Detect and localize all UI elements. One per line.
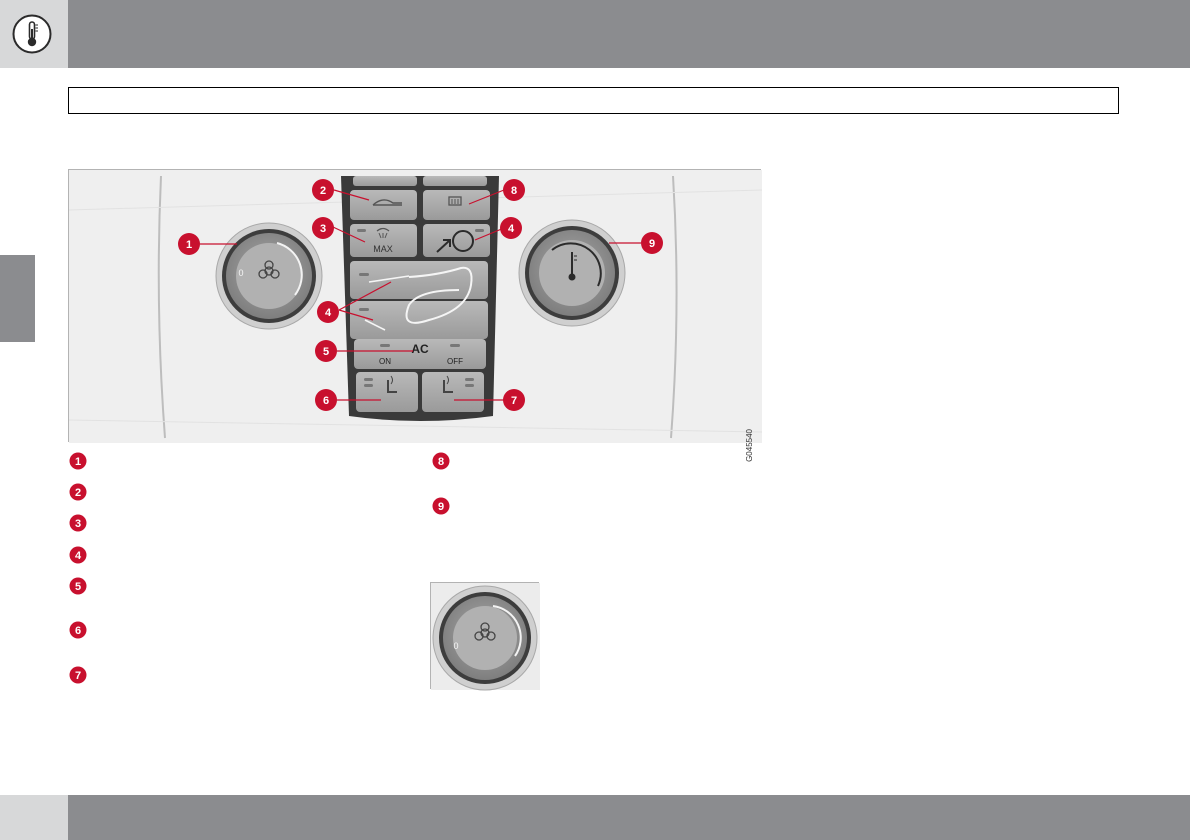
legend-marker-8: 8	[432, 452, 450, 470]
callout-3: 3	[312, 217, 334, 239]
legend-marker-1: 1	[69, 452, 87, 470]
legend-marker-2: 2	[69, 483, 87, 501]
svg-text:9: 9	[649, 238, 655, 250]
callout-2: 2	[312, 179, 334, 201]
svg-text:1: 1	[186, 239, 192, 251]
svg-text:4: 4	[325, 307, 332, 319]
legend-marker-5: 5	[69, 577, 87, 595]
svg-text:7: 7	[75, 670, 81, 682]
fan-knob-figure: 0	[430, 582, 540, 691]
small-fan-zero-label: 0	[453, 641, 458, 651]
max-label: MAX	[373, 244, 393, 254]
section-title-box	[68, 87, 1119, 114]
ac-label: AC	[411, 342, 429, 356]
chapter-side-tab	[0, 255, 35, 342]
svg-text:6: 6	[75, 625, 81, 637]
callout-7: 7	[503, 389, 525, 411]
svg-text:2: 2	[320, 185, 326, 197]
svg-text:8: 8	[438, 456, 444, 468]
callout-8: 8	[503, 179, 525, 201]
footer-bar	[68, 795, 1190, 840]
callout-6: 6	[315, 389, 337, 411]
svg-text:6: 6	[323, 395, 329, 407]
svg-text:3: 3	[320, 223, 326, 235]
svg-text:5: 5	[323, 346, 329, 358]
callout-5: 5	[315, 340, 337, 362]
svg-text:3: 3	[75, 518, 81, 530]
legend-marker-3: 3	[69, 514, 87, 532]
ac-off-label: OFF	[447, 357, 463, 366]
fan-zero-label: 0	[238, 268, 243, 278]
callout-4-left: 4	[317, 301, 339, 323]
climate-control-panel-figure: MAX AC ON OFF	[68, 169, 763, 462]
legend-marker-9: 9	[432, 497, 450, 515]
svg-text:7: 7	[511, 395, 517, 407]
ac-on-label: ON	[379, 357, 391, 366]
header-bar	[68, 0, 1190, 68]
legend-marker-6: 6	[69, 621, 87, 639]
legend-marker-7: 7	[69, 666, 87, 684]
thermometer-icon	[12, 14, 52, 54]
svg-text:4: 4	[75, 550, 82, 562]
svg-text:1: 1	[75, 456, 81, 468]
svg-text:9: 9	[438, 501, 444, 513]
callout-4-right: 4	[500, 217, 522, 239]
svg-text:4: 4	[508, 223, 515, 235]
svg-text:5: 5	[75, 581, 81, 593]
footer-left-block	[0, 795, 68, 840]
svg-text:2: 2	[75, 487, 81, 499]
callout-1: 1	[178, 233, 200, 255]
callout-9: 9	[641, 232, 663, 254]
svg-text:8: 8	[511, 185, 517, 197]
figure-code: G045540	[745, 429, 754, 462]
legend-marker-4: 4	[69, 546, 87, 564]
